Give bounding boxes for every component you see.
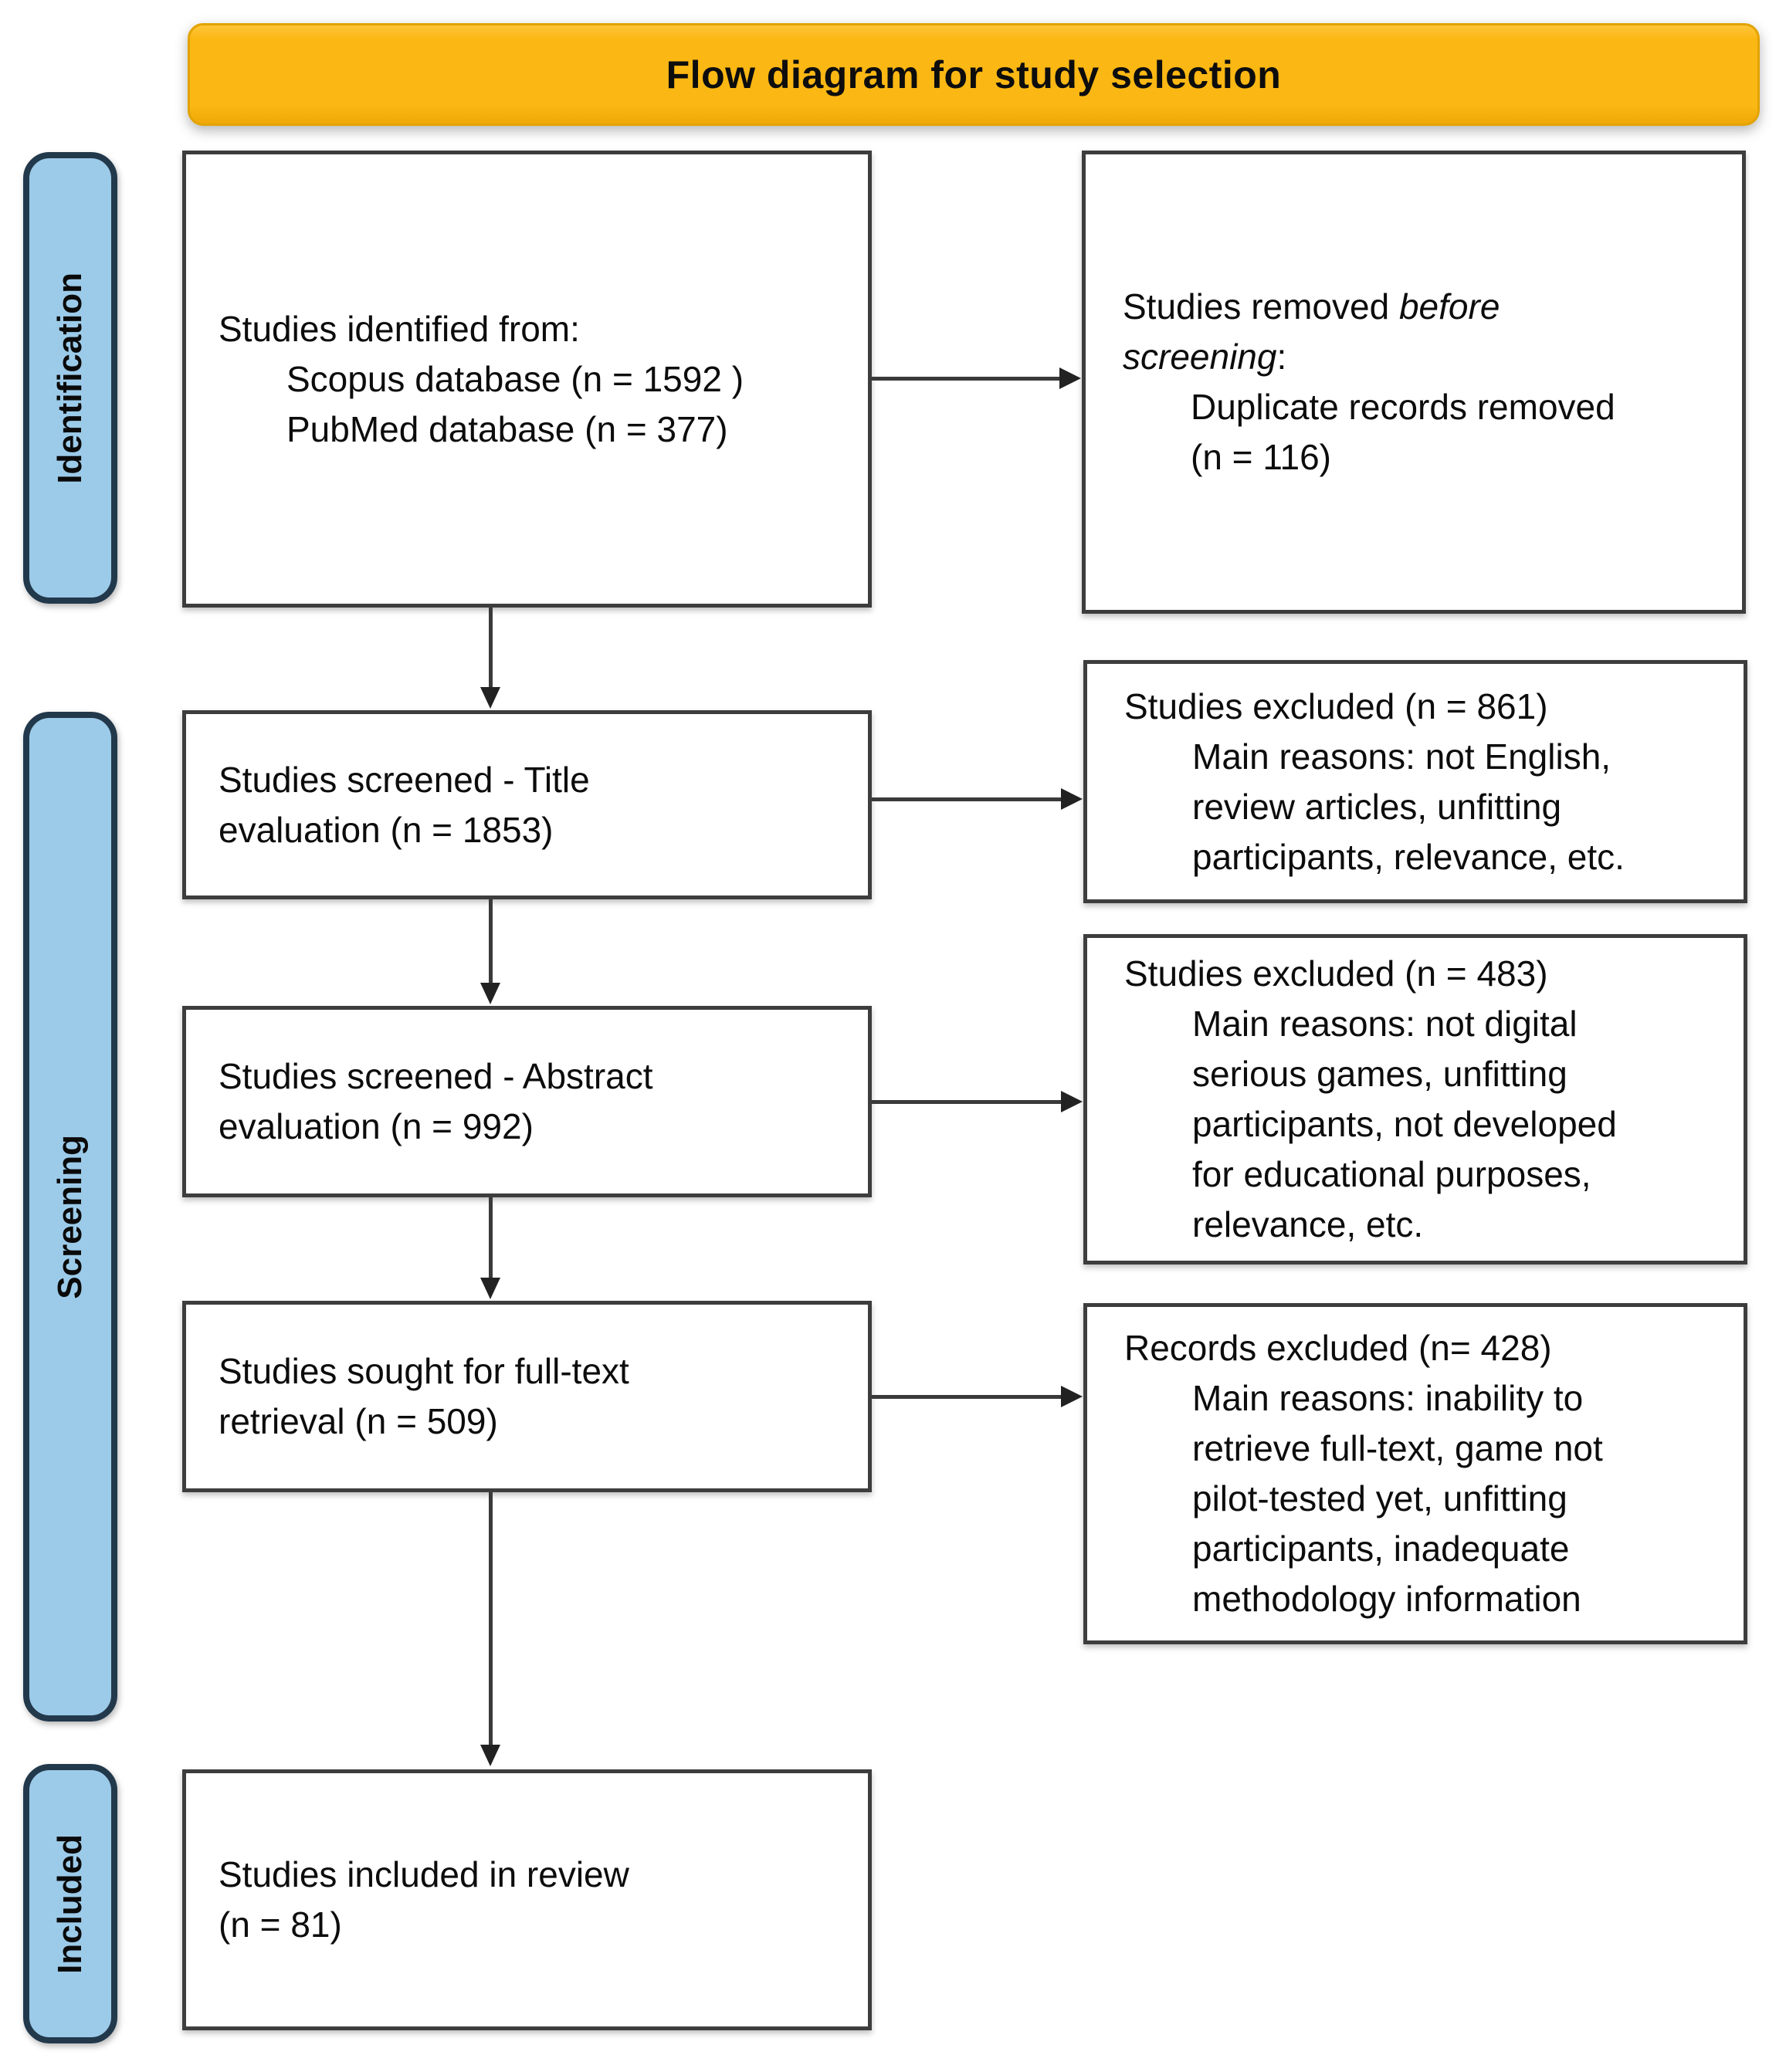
box-text-line: Main reasons: not digital (1192, 1004, 1578, 1044)
stage-pill-included: Included (23, 1764, 117, 2043)
box-text-line: relevance, etc. (1192, 1204, 1424, 1244)
stage-pill-screening: Screening (23, 712, 117, 1722)
box-text-line: Studies screened - Title (219, 759, 590, 800)
box-text-line: Duplicate records removed (1191, 387, 1615, 427)
arrow-fulltext-to-included (480, 1492, 500, 1766)
arrow-head-down-icon (480, 1745, 500, 1766)
arrow-shaft (872, 376, 1059, 381)
arrow-identified-to-removed (872, 367, 1081, 389)
arrow-shaft (872, 797, 1061, 801)
box-excluded-abstract: Studies excluded (n = 483) Main reasons:… (1083, 934, 1747, 1265)
box-text-line: (n = 81) (219, 1904, 342, 1945)
box-text-line: pilot-tested yet, unfitting (1192, 1478, 1567, 1518)
box-text-line: PubMed database (n = 377) (286, 408, 728, 449)
box-screened-title: Studies screened - Title evaluation (n =… (182, 710, 872, 899)
box-text-line: Studies removed before (1123, 282, 1727, 332)
arrow-head-right-icon (1061, 1091, 1083, 1112)
stage-label-screening: Screening (51, 1134, 89, 1299)
box-text-line: for educational purposes, (1192, 1154, 1591, 1194)
box-included-review: Studies included in review (n = 81) (182, 1769, 872, 2030)
box-text-line: participants, not developed (1192, 1104, 1617, 1144)
arrow-abstract-to-excluded (872, 1091, 1083, 1112)
arrow-screened-title-to-abstract (480, 899, 500, 1004)
arrow-shaft (488, 608, 493, 687)
box-excluded-fulltext: Records excluded (n= 428) Main reasons: … (1083, 1303, 1747, 1644)
box-text-line: (n = 116) (1191, 437, 1331, 477)
text-segment: : (1276, 337, 1287, 377)
arrow-title-to-excluded (872, 788, 1083, 810)
text-segment: Studies removed (1123, 286, 1399, 327)
arrow-head-right-icon (1059, 367, 1081, 389)
arrow-head-right-icon (1061, 1386, 1083, 1407)
arrow-identified-to-screened-title (480, 608, 500, 709)
box-text-line: participants, relevance, etc. (1192, 836, 1625, 877)
box-text-line: Studies excluded (n = 861) (1124, 686, 1548, 726)
box-text-line: Main reasons: not English, (1192, 736, 1611, 777)
box-text-line: evaluation (n = 992) (219, 1106, 534, 1146)
box-text-line: Studies excluded (n = 483) (1124, 953, 1548, 994)
box-removed-before-screening: Studies removed before screening: Duplic… (1082, 151, 1746, 614)
box-text-line: evaluation (n = 1853) (219, 809, 554, 850)
box-text-line: methodology information (1192, 1579, 1581, 1619)
box-text-line: participants, inadequate (1192, 1529, 1570, 1569)
box-screened-abstract: Studies screened - Abstract evaluation (… (182, 1006, 872, 1197)
box-text-line: serious games, unfitting (1192, 1054, 1567, 1094)
arrow-head-right-icon (1061, 788, 1083, 810)
box-text-line: Studies screened - Abstract (219, 1056, 653, 1096)
arrow-shaft (488, 1197, 493, 1278)
arrow-shaft (872, 1394, 1061, 1399)
arrow-abstract-to-fulltext (480, 1197, 500, 1299)
box-text-line: retrieve full-text, game not (1192, 1428, 1603, 1468)
box-text-line: Studies sought for full-text (219, 1351, 629, 1391)
box-text-line: Main reasons: inability to (1192, 1378, 1584, 1418)
box-studies-identified: Studies identified from: Scopus database… (182, 151, 872, 608)
box-excluded-title: Studies excluded (n = 861) Main reasons:… (1083, 660, 1747, 903)
box-text-line: Studies included in review (219, 1854, 629, 1894)
title-banner: Flow diagram for study selection (188, 23, 1760, 126)
box-text-line: retrieval (n = 509) (219, 1401, 498, 1441)
text-segment-italic: before (1398, 286, 1500, 327)
arrow-head-down-icon (480, 687, 500, 709)
stage-label-identification: Identification (51, 272, 89, 484)
box-text-line: review articles, unfitting (1192, 786, 1562, 827)
stage-label-included: Included (51, 1833, 89, 1974)
box-text-line: Records excluded (n= 428) (1124, 1328, 1552, 1368)
arrow-shaft (872, 1099, 1061, 1104)
stage-pill-identification: Identification (23, 152, 117, 604)
box-text-line: screening: (1123, 332, 1727, 382)
arrow-shaft (488, 899, 493, 983)
diagram-title: Flow diagram for study selection (666, 52, 1282, 96)
box-text-line: Scopus database (n = 1592 ) (286, 358, 744, 399)
arrow-head-down-icon (480, 1278, 500, 1299)
arrow-fulltext-to-excluded (872, 1386, 1083, 1407)
box-text-line: Studies identified from: (219, 308, 580, 349)
box-fulltext-retrieval: Studies sought for full-text retrieval (… (182, 1301, 872, 1492)
text-segment-italic: screening (1123, 337, 1277, 377)
arrow-head-down-icon (480, 983, 500, 1004)
arrow-shaft (488, 1492, 493, 1745)
